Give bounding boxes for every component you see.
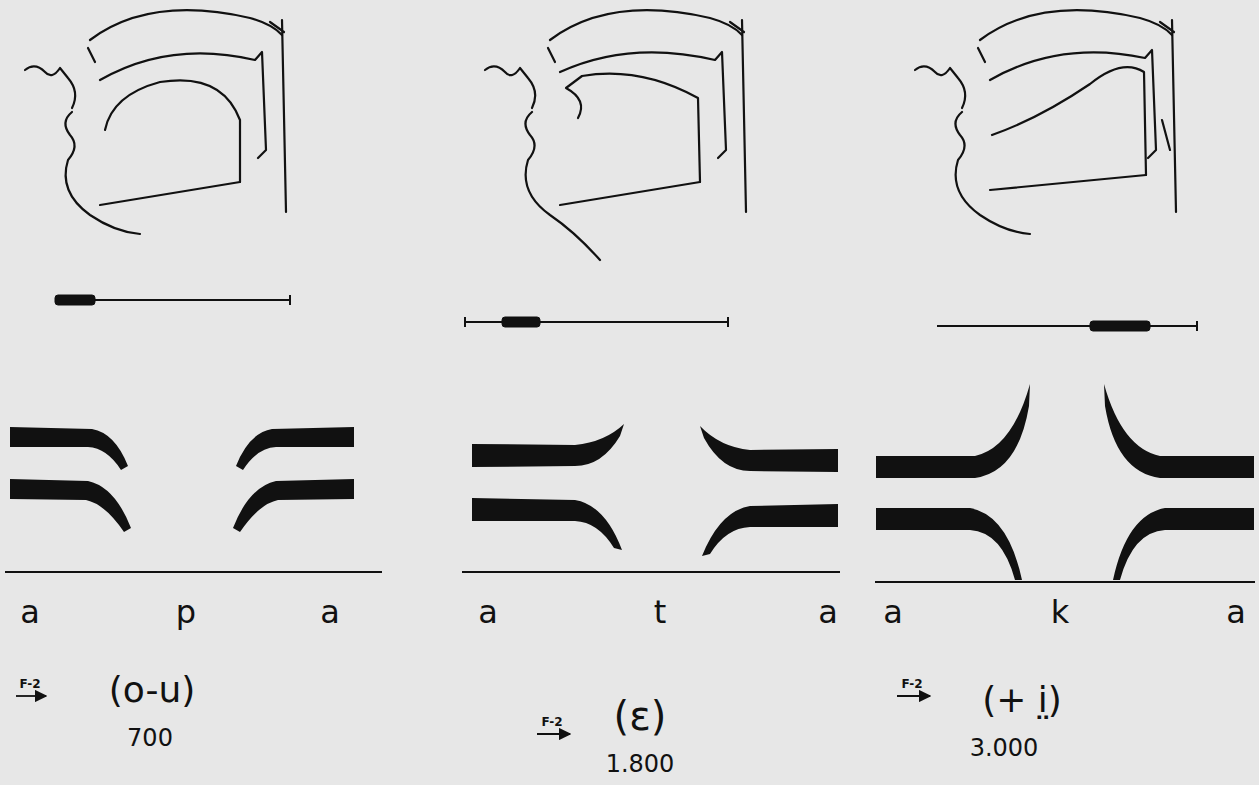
baseline (875, 581, 1255, 583)
tongue-floor (990, 175, 1146, 190)
arrow (537, 733, 570, 735)
vocal-tract-k (915, 10, 1176, 234)
segment-letter: t (654, 596, 667, 628)
constriction-mark (55, 295, 95, 305)
tract-line (937, 325, 1197, 327)
locus-vowel: (+ i̤) (982, 682, 1062, 718)
locus-vowel: (ɛ) (614, 696, 667, 736)
formant-band (10, 427, 128, 470)
upper-lip (485, 66, 535, 108)
palate-outer (90, 10, 282, 40)
palate-inner (978, 48, 1170, 158)
formant-band (472, 498, 622, 550)
segment-letter: a (883, 596, 903, 628)
formant-band (233, 479, 354, 532)
formant-band (876, 508, 1022, 580)
baseline (5, 571, 382, 573)
arrow (897, 695, 930, 697)
segment-letter: p (176, 596, 196, 628)
tract-end (464, 317, 466, 327)
upper-lip (25, 66, 75, 108)
locus-frequency: 700 (127, 726, 173, 750)
formant-name: F-2 (19, 678, 40, 690)
pharynx-wall (270, 20, 286, 212)
locus-frequency: 3.000 (970, 736, 1039, 760)
segment-letter: a (1226, 596, 1246, 628)
baseline (462, 571, 840, 573)
tract-end (1196, 321, 1198, 331)
palate-outer (980, 10, 1172, 40)
chin (525, 112, 600, 260)
vocal-tract-p (25, 10, 286, 234)
formant-band (472, 424, 624, 467)
baselines (5, 572, 1255, 582)
formant-band (700, 426, 838, 472)
tongue-floor (100, 182, 240, 205)
tract-end (289, 295, 291, 305)
palate-outer (550, 10, 742, 40)
arrow (16, 695, 46, 697)
formant-band (10, 479, 131, 532)
articulation-bars (55, 295, 1197, 331)
segment-letter: a (478, 596, 498, 628)
tongue (105, 80, 240, 182)
formant-band (702, 504, 838, 556)
chin (955, 112, 1030, 234)
tongue (992, 67, 1146, 175)
locus-frequency: 1.800 (606, 752, 675, 776)
segment-letter: k (1051, 596, 1070, 628)
segment-letter: a (20, 596, 40, 628)
locus-vowel: (o-u) (109, 672, 196, 708)
formant-name: F-2 (541, 716, 562, 728)
tongue (566, 74, 700, 182)
constriction-mark (502, 317, 540, 327)
formant-name: F-2 (901, 678, 922, 690)
vocal-tract-t (485, 10, 746, 260)
segment-letter: a (320, 596, 340, 628)
upper-lip (915, 66, 965, 108)
formant-band (1113, 508, 1254, 580)
tongue-floor (560, 182, 700, 205)
pharynx-wall (1160, 20, 1176, 212)
pharynx-wall (730, 20, 746, 212)
chin (65, 112, 140, 234)
segment-letter: a (818, 596, 838, 628)
constriction-mark (1090, 321, 1150, 331)
formant-transitions (10, 384, 1254, 580)
tract-end (727, 317, 729, 327)
formant-band (236, 427, 354, 470)
formant-band (1104, 384, 1254, 478)
formant-band (876, 384, 1030, 478)
